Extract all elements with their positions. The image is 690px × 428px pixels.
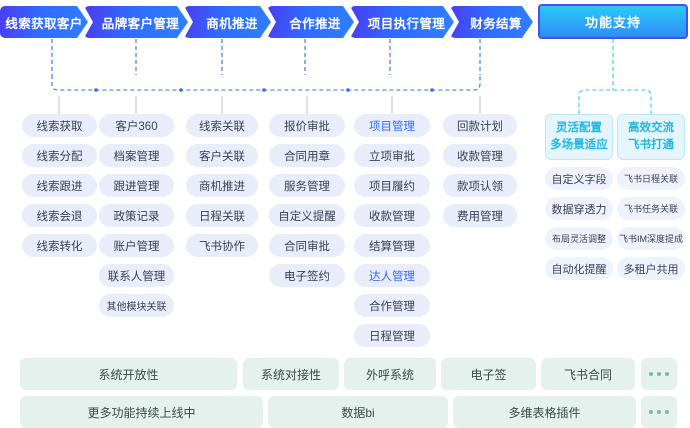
feature-pill[interactable]: 日程关联 [186, 204, 258, 227]
feature-pill[interactable]: 线索分配 [22, 144, 97, 167]
column-project: 项目管理立项审批项目履约收款管理结算管理达人管理合作管理日程管理 [354, 114, 430, 347]
process-tab-label: 品牌客户管理 [101, 16, 180, 31]
feature-pill[interactable]: 客户360 [99, 114, 174, 137]
column-brand: 客户360 档案管理跟进管理政策记录账户管理联系人管理其他模块关联 [99, 114, 174, 317]
process-tab-label: 合作推进 [289, 16, 341, 31]
bottom-feature-box[interactable]: 更多功能持续上线中 [20, 396, 263, 428]
feature-pill[interactable]: 政策记录 [99, 204, 174, 227]
feature-pill[interactable]: 款项认领 [443, 174, 517, 197]
support-column-header[interactable]: 灵活配置多场景适应 [545, 114, 613, 160]
support-pill[interactable]: 数据穿透力 [545, 197, 613, 220]
process-tab-label: 线索获取客户 [5, 16, 83, 31]
bottom-feature-box[interactable]: 多维表格插件 [453, 396, 636, 428]
support-header-line: 多场景适应 [550, 139, 608, 151]
feature-pill[interactable]: 线索转化 [22, 234, 97, 257]
support-column-header[interactable]: 高效交流飞书打通 [617, 114, 685, 160]
bottom-feature-box[interactable]: 飞书合同 [541, 358, 635, 390]
feature-pill[interactable]: 联系人管理 [99, 264, 174, 287]
support-header-line: 飞书打通 [628, 139, 674, 151]
process-tab-5[interactable]: 项目执行管理 [350, 6, 454, 38]
bottom-feature-box[interactable]: 系统开放性 [20, 358, 237, 390]
column-finance: 回款计划收款管理款项认领费用管理 [443, 114, 517, 227]
support-pill[interactable]: 自动化提醒 [545, 257, 613, 280]
process-tab-label: 项目执行管理 [367, 16, 446, 31]
feature-pill[interactable]: 账户管理 [99, 234, 174, 257]
support-pill[interactable]: 飞书IM深度提成 [617, 227, 685, 250]
bottom-feature-box[interactable]: 数据bi [268, 396, 448, 428]
column-cooperation: 报价审批合同用章服务管理自定义提醒合同审批电子签约 [269, 114, 345, 287]
support-button-label: 功能支持 [584, 15, 641, 30]
feature-pill[interactable]: 线索会退 [22, 204, 97, 227]
process-tab-3[interactable]: 商机推进 [184, 6, 271, 38]
feature-pill[interactable]: 达人管理 [354, 264, 430, 287]
support-pill[interactable]: 飞书任务关联 [617, 197, 685, 220]
more-ellipsis-icon[interactable] [641, 358, 677, 390]
column-lead: 线索获取线索分配线索跟进线索会退线索转化 [22, 114, 97, 257]
feature-pill[interactable]: 费用管理 [443, 204, 517, 227]
support-pill[interactable]: 多租户共用 [617, 257, 685, 280]
feature-pill[interactable]: 自定义提醒 [269, 204, 345, 227]
feature-pill[interactable]: 收款管理 [443, 144, 517, 167]
bottom-feature-box[interactable]: 外呼系统 [344, 358, 436, 390]
support-column-flexible-config: 灵活配置多场景适应自定义字段数据穿透力布局灵活调整自动化提醒 [545, 114, 613, 280]
bottom-feature-box[interactable]: 电子签 [441, 358, 536, 390]
feature-pill[interactable]: 日程管理 [354, 324, 430, 347]
feature-pill[interactable]: 报价审批 [269, 114, 345, 137]
feature-pill[interactable]: 线索跟进 [22, 174, 97, 197]
process-tab-4[interactable]: 合作推进 [267, 6, 354, 38]
feature-pill[interactable]: 档案管理 [99, 144, 174, 167]
support-header-line: 高效交流 [628, 122, 674, 135]
ellipsis-dots [649, 410, 669, 414]
process-tab-label: 商机推进 [206, 16, 258, 31]
support-pill[interactable]: 飞书日程关联 [617, 167, 685, 190]
process-tab-6[interactable]: 财务结算 [450, 6, 533, 38]
row-openness: 系统开放性系统对接性外呼系统电子签飞书合同 [0, 358, 690, 390]
process-tab-2[interactable]: 品牌客户管理 [84, 6, 188, 38]
support-column-efficient-comm: 高效交流飞书打通飞书日程关联飞书任务关联飞书IM深度提成多租户共用 [617, 114, 685, 280]
feature-pill[interactable]: 商机推进 [186, 174, 258, 197]
bottom-feature-box[interactable]: 系统对接性 [243, 358, 339, 390]
feature-pill[interactable]: 项目履约 [354, 174, 430, 197]
feature-pill[interactable]: 其他模块关联 [99, 294, 174, 317]
support-button[interactable]: 功能支持 [538, 4, 688, 39]
feature-pill[interactable]: 飞书协作 [186, 234, 258, 257]
support-header-line: 灵活配置 [556, 122, 602, 135]
feature-pill[interactable]: 立项审批 [354, 144, 430, 167]
feature-pill[interactable]: 项目管理 [354, 114, 430, 137]
feature-pill[interactable]: 回款计划 [443, 114, 517, 137]
process-tab-1[interactable]: 线索获取客户 [0, 6, 88, 38]
feature-pill[interactable]: 合作管理 [354, 294, 430, 317]
feature-pill[interactable]: 线索获取 [22, 114, 97, 137]
feature-pill[interactable]: 客户关联 [186, 144, 258, 167]
support-pill[interactable]: 布局灵活调整 [545, 227, 613, 250]
process-tab-label: 财务结算 [470, 16, 522, 31]
feature-pill[interactable]: 跟进管理 [99, 174, 174, 197]
feature-pill[interactable]: 合同用章 [269, 144, 345, 167]
feature-pill[interactable]: 结算管理 [354, 234, 430, 257]
support-pill[interactable]: 自定义字段 [545, 167, 613, 190]
feature-pill[interactable]: 电子签约 [269, 264, 345, 287]
feature-pill[interactable]: 收款管理 [354, 204, 430, 227]
column-opportunity: 线索关联客户关联商机推进日程关联飞书协作 [186, 114, 258, 257]
ellipsis-dots [649, 372, 669, 376]
feature-pill[interactable]: 服务管理 [269, 174, 345, 197]
more-ellipsis-icon[interactable] [641, 396, 677, 428]
feature-pill[interactable]: 合同审批 [269, 234, 345, 257]
feature-pill[interactable]: 线索关联 [186, 114, 258, 137]
